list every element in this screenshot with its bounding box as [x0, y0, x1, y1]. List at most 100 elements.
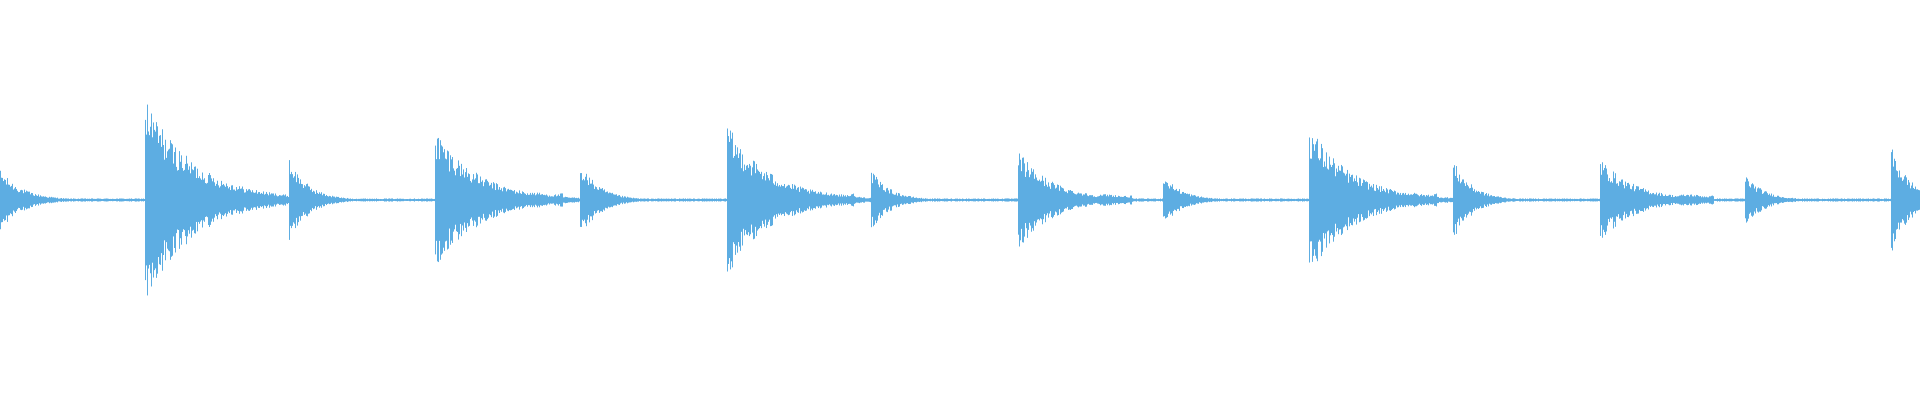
waveform-sample-bar — [478, 183, 479, 217]
waveform-sample-bar — [10, 186, 11, 214]
waveform-sample-bar — [1587, 198, 1588, 202]
waveform-sample-bar — [279, 195, 280, 205]
waveform-sample-bar — [903, 195, 904, 205]
waveform-sample-bar — [589, 177, 590, 223]
waveform-sample-bar — [465, 172, 466, 228]
waveform-sample-bar — [167, 151, 168, 249]
waveform-sample-bar — [924, 198, 925, 202]
waveform-sample-bar — [379, 199, 380, 201]
waveform-sample-bar — [406, 199, 407, 201]
waveform-sample-bar — [301, 183, 302, 217]
waveform-sample-bar — [1588, 198, 1589, 202]
waveform-sample-bar — [1786, 198, 1787, 202]
waveform-sample-bar — [360, 198, 361, 202]
waveform-sample-bar — [454, 170, 455, 230]
waveform-sample-bar — [1077, 193, 1078, 207]
waveform-sample-bar — [1279, 199, 1280, 201]
waveform-sample-bar — [1883, 199, 1884, 201]
waveform-sample-bar — [42, 196, 43, 204]
waveform-sample-bar — [568, 197, 569, 203]
waveform-sample-bar — [1214, 198, 1215, 202]
waveform-sample-bar — [170, 140, 171, 260]
waveform-sample-bar — [1716, 199, 1717, 201]
waveform-sample-bar — [399, 198, 400, 202]
waveform-sample-bar — [1015, 198, 1016, 202]
waveform-sample-bar — [164, 159, 165, 241]
waveform-sample-bar — [607, 191, 608, 209]
waveform-sample-bar — [473, 174, 474, 226]
waveform-sample-bar — [323, 193, 324, 207]
waveform-sample-bar — [642, 198, 643, 202]
waveform-sample-bar — [274, 195, 275, 205]
waveform-sample-bar — [789, 185, 790, 215]
waveform-sample-bar — [1534, 199, 1535, 201]
waveform-sample-bar — [1829, 199, 1830, 201]
waveform-sample-bar — [227, 186, 228, 214]
waveform-sample-bar — [916, 197, 917, 203]
waveform-sample-bar — [1635, 189, 1636, 211]
waveform-sample-bar — [989, 198, 990, 202]
waveform-sample-bar — [1836, 198, 1837, 202]
waveform-sample-bar — [52, 197, 53, 203]
waveform-sample-bar — [1176, 188, 1177, 212]
waveform-sample-bar — [1196, 196, 1197, 204]
waveform-sample-bar — [177, 170, 178, 230]
waveform-sample-bar — [822, 194, 823, 206]
waveform-sample-bar — [928, 199, 929, 201]
waveform-sample-bar — [616, 194, 617, 206]
waveform-sample-bar — [578, 197, 579, 203]
waveform-sample-bar — [756, 163, 757, 237]
waveform-sample-bar — [776, 185, 777, 215]
waveform-sample-bar — [1795, 198, 1796, 202]
waveform-sample-bar — [977, 198, 978, 202]
waveform-sample-bar — [110, 198, 111, 202]
waveform-sample-bar — [1781, 197, 1782, 203]
waveform-sample-bar — [411, 199, 412, 201]
waveform-sample-bar — [1496, 196, 1497, 204]
waveform-sample-bar — [841, 194, 842, 206]
waveform-sample-bar — [1701, 197, 1702, 203]
waveform-sample-bar — [302, 184, 303, 216]
waveform-sample-bar — [111, 198, 112, 202]
waveform-sample-bar — [55, 197, 56, 203]
waveform-sample-bar — [556, 196, 557, 204]
waveform-sample-bar — [1125, 195, 1126, 205]
waveform-sample-bar — [1758, 187, 1759, 213]
waveform-sample-bar — [1067, 193, 1068, 207]
waveform-sample-bar — [1579, 198, 1580, 202]
waveform-sample-bar — [124, 198, 125, 202]
waveform-sample-bar — [26, 190, 27, 210]
waveform-sample-bar — [740, 149, 741, 251]
waveform-sample-bar — [349, 198, 350, 202]
waveform-sample-bar — [1820, 199, 1821, 201]
waveform-sample-bar — [659, 198, 660, 202]
waveform-sample-bar — [277, 196, 278, 204]
waveform-sample-bar — [1784, 197, 1785, 203]
waveform-sample-bar — [1003, 199, 1004, 201]
waveform-sample-bar — [281, 195, 282, 205]
waveform-sample-bar — [1751, 184, 1752, 216]
waveform-sample-bar — [1104, 194, 1105, 206]
waveform-sample-bar — [1766, 191, 1767, 209]
waveform-sample-bar — [34, 195, 35, 205]
waveform-sample-bar — [1307, 198, 1308, 202]
waveform-sample-bar — [1644, 191, 1645, 209]
waveform-sample-bar — [1505, 197, 1506, 203]
waveform-sample-bar — [1714, 199, 1715, 201]
waveform-sample-bar — [1916, 189, 1917, 211]
waveform-sample-bar — [681, 198, 682, 202]
waveform-sample-bar — [68, 198, 69, 202]
waveform-sample-bar — [1037, 180, 1038, 220]
waveform-sample-bar — [872, 183, 873, 217]
waveform-sample-bar — [958, 199, 959, 201]
waveform-sample-bar — [284, 195, 285, 205]
waveform-sample-bar — [508, 188, 509, 212]
waveform-sample-bar — [926, 198, 927, 202]
waveform-sample-bar — [1020, 159, 1021, 241]
waveform-sample-bar — [969, 198, 970, 202]
waveform-sample-bar — [314, 191, 315, 209]
waveform-sample-bar — [1107, 194, 1108, 206]
waveform-sample-bar — [565, 196, 566, 204]
waveform-sample-bar — [1110, 195, 1111, 205]
waveform-sample-bar — [1303, 198, 1304, 202]
